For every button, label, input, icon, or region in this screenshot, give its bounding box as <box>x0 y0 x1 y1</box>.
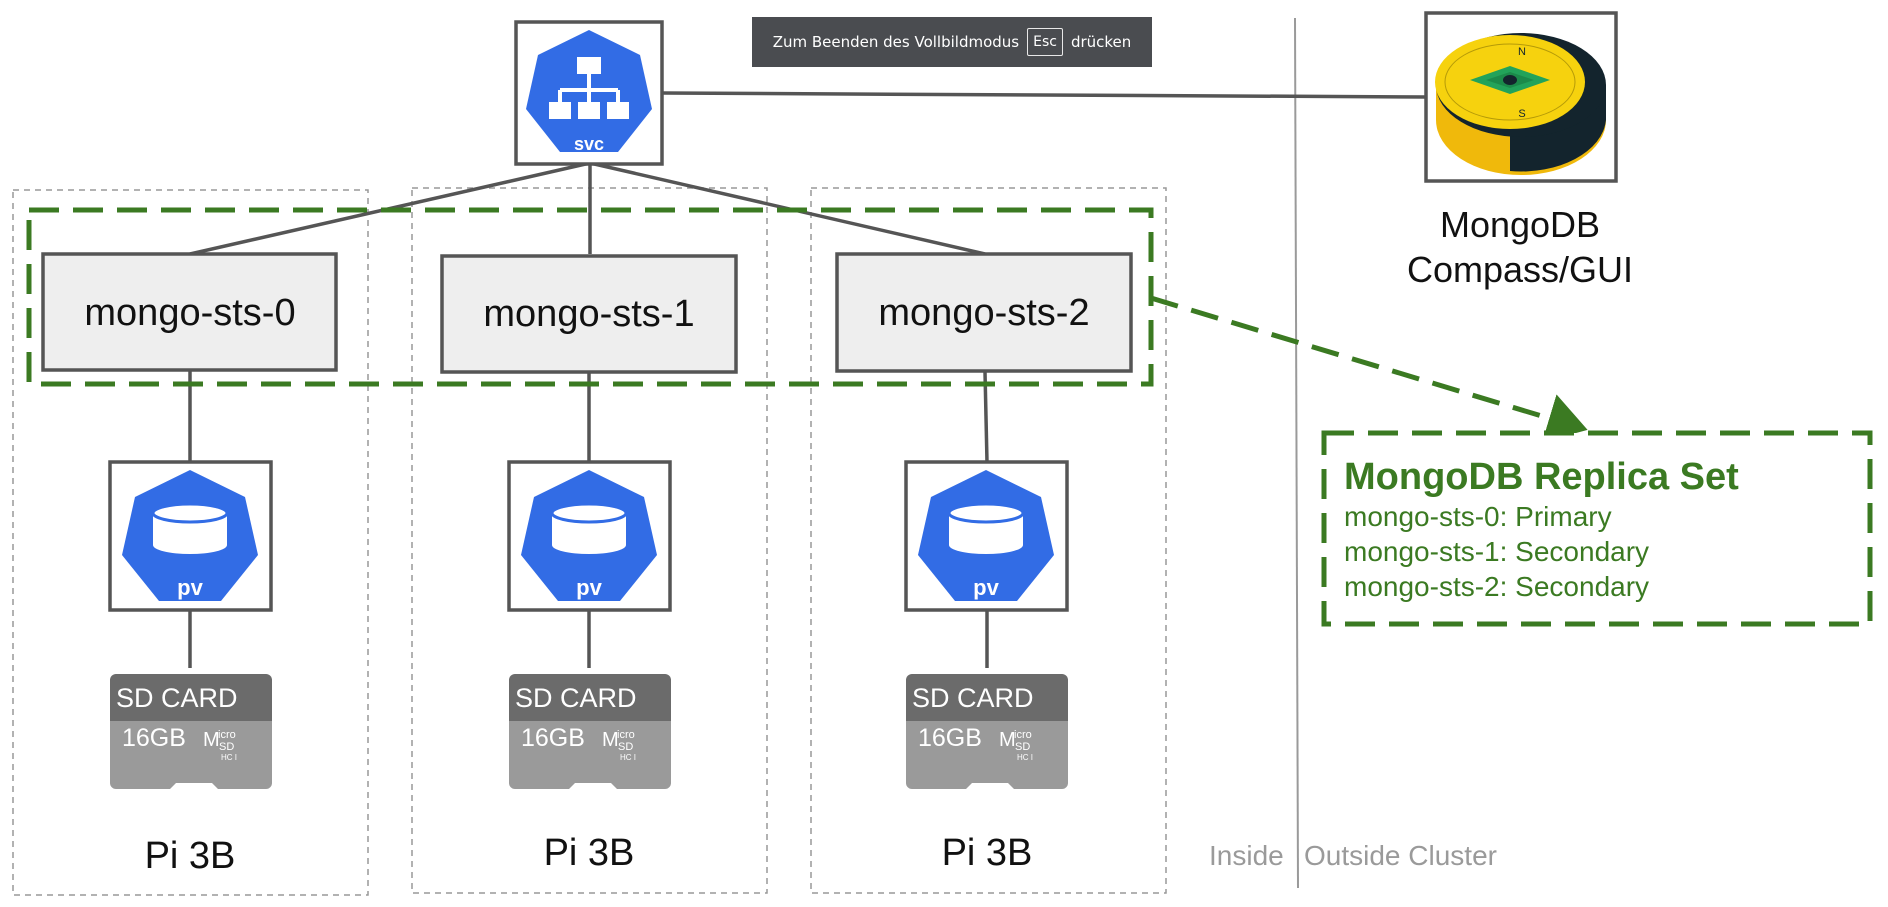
node-label-0: Pi 3B <box>145 835 236 877</box>
svg-text:icro: icro <box>617 729 635 741</box>
pv-label-1: pv <box>576 575 602 600</box>
compass-label-line1: MongoDB <box>1440 204 1600 245</box>
inside-cluster-label: Inside <box>1209 840 1284 871</box>
replica-member-1: mongo-sts-1: Secondary <box>1344 536 1649 567</box>
replica-group-outline <box>26 207 1154 387</box>
sd-card-size-1: 16GB <box>521 724 585 752</box>
pod-2[interactable]: mongo-sts-2 <box>835 252 1133 373</box>
compass-south: S <box>1518 108 1525 120</box>
pod-0-label: mongo-sts-0 <box>84 292 295 334</box>
svg-text:SD: SD <box>618 741 633 753</box>
sd-card-icon-2: SD CARD 16GB M icro SD HC I <box>906 674 1068 789</box>
pv-label-0: pv <box>177 575 203 600</box>
cluster-boundary-line <box>1294 17 1299 889</box>
replica-member-0: mongo-sts-0: Primary <box>1344 501 1612 532</box>
svg-text:M: M <box>602 729 619 751</box>
sd-card-title-0: SD CARD <box>116 683 238 713</box>
pod-1-label: mongo-sts-1 <box>483 293 694 335</box>
node-label-2: Pi 3B <box>942 832 1033 874</box>
esc-key-badge: Esc <box>1027 28 1063 56</box>
replica-set-title: MongoDB Replica Set <box>1344 456 1739 498</box>
fullscreen-notice-suffix: drücken <box>1070 33 1132 51</box>
replica-set-arrow <box>1150 295 1588 443</box>
node-boundary-0 <box>12 189 369 896</box>
pod-2-to-pv-line <box>983 371 989 463</box>
service-icon: svc <box>514 20 664 166</box>
replica-member-2: mongo-sts-2: Secondary <box>1344 571 1649 602</box>
sd-card-title-2: SD CARD <box>912 683 1034 713</box>
compass-label-line2: Compass/GUI <box>1407 249 1633 290</box>
svg-text:icro: icro <box>218 729 236 741</box>
pv-icon-1: pv <box>507 460 672 612</box>
mongodb-compass-icon: N S <box>1424 11 1618 183</box>
sd-card-size-2: 16GB <box>918 724 982 752</box>
pv-label-2: pv <box>973 575 999 600</box>
service-label: svc <box>574 134 604 154</box>
pod-0[interactable]: mongo-sts-0 <box>41 252 338 372</box>
node-label-1: Pi 3B <box>544 832 635 874</box>
pod-2-label: mongo-sts-2 <box>878 292 1089 334</box>
outside-cluster-label: Outside Cluster <box>1304 840 1497 871</box>
fullscreen-notice-prefix: Zum Beenden des Vollbildmodus <box>772 33 1020 51</box>
svg-text:HC I: HC I <box>221 753 237 762</box>
pv-icon-2: pv <box>904 460 1069 612</box>
svg-text:HC I: HC I <box>620 753 636 762</box>
svg-text:M: M <box>999 729 1016 751</box>
replica-set-box <box>1321 430 1873 627</box>
sd-card-size-0: 16GB <box>122 724 186 752</box>
svg-text:SD: SD <box>219 741 234 753</box>
pv-icon-0: pv <box>108 460 273 612</box>
compass-north: N <box>1518 46 1526 58</box>
svg-text:SD: SD <box>1015 741 1030 753</box>
sd-card-icon-1: SD CARD 16GB M icro SD HC I <box>509 674 671 789</box>
sd-card-icon-0: SD CARD 16GB M icro SD HC I <box>110 674 272 789</box>
svg-text:M: M <box>203 729 220 751</box>
node-boundary-2 <box>810 187 1167 894</box>
svg-text:HC I: HC I <box>1017 753 1033 762</box>
pod-1[interactable]: mongo-sts-1 <box>440 254 738 374</box>
svg-text:icro: icro <box>1014 729 1032 741</box>
fullscreen-exit-notice: Zum Beenden des Vollbildmodus Esc drücke… <box>752 17 1152 67</box>
sd-card-title-1: SD CARD <box>515 683 637 713</box>
svc-to-compass-line <box>661 91 1427 99</box>
